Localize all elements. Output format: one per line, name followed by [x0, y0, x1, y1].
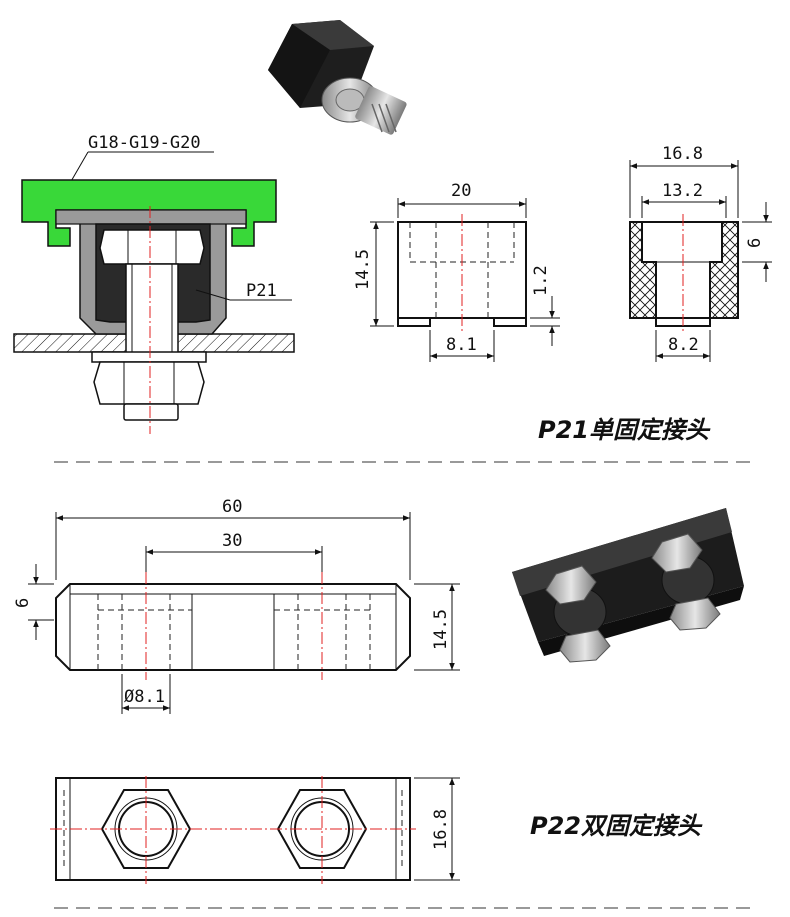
dim-height: 14.5 [353, 249, 373, 290]
p22-dim-height: 14.5 [431, 609, 451, 650]
p22-title: P22双固定接头 [530, 812, 703, 840]
p22-front-view: 60 30 14.5 6 Ø8.1 [13, 497, 460, 714]
p21-product-photo [268, 20, 407, 135]
p22-dim-offset: 6 [13, 598, 33, 608]
dim-depth: 6 [745, 238, 765, 248]
p22-dim-width: 16.8 [431, 809, 451, 850]
p21-front-view: 20 14.5 1.2 8.1 [353, 181, 560, 362]
dim-inner: 13.2 [662, 181, 703, 201]
dim-step: 1.2 [531, 265, 551, 296]
p22-product-photo [512, 508, 744, 663]
p21-title: P21单固定接头 [538, 416, 711, 444]
p22-dim-length: 60 [222, 497, 242, 517]
p22-dim-hole: Ø8.1 [124, 687, 165, 707]
p21-section-view: 16.8 13.2 6 8.2 [629, 144, 772, 362]
part-label-p21: P21 [246, 281, 277, 301]
rail-label: G18-G19-G20 [88, 133, 201, 153]
dim-bottom: 8.1 [446, 335, 477, 355]
dim-width: 20 [451, 181, 471, 201]
p22-dim-pitch: 30 [222, 531, 242, 551]
dim-hole: 8.2 [668, 335, 699, 355]
p22-top-view: 16.8 [50, 776, 460, 884]
dim-outer: 16.8 [662, 144, 703, 164]
p21-assembly-section: G18-G19-G20 P21 [13, 133, 295, 434]
